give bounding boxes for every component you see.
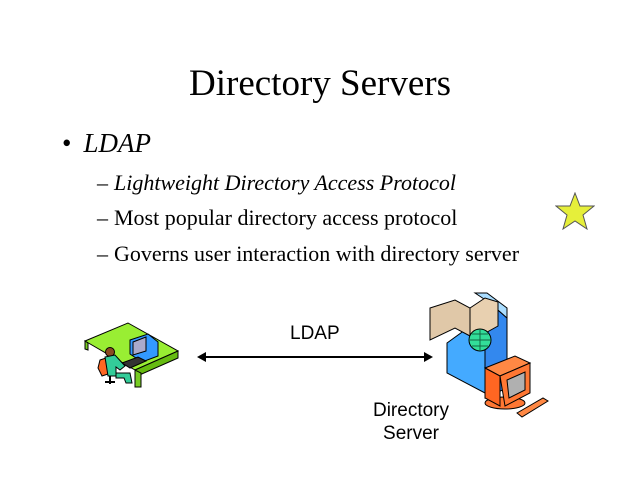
bullet-marker: • [62, 128, 72, 158]
sub-bullet-3: –Governs user interaction with directory… [97, 241, 519, 267]
dash: – [97, 241, 108, 266]
sub-bullet-2: –Most popular directory access protocol [97, 205, 457, 231]
sub-bullet-text: Most popular directory access protocol [114, 205, 458, 230]
sub-bullet-text: Lightweight Directory Access Protocol [114, 170, 456, 195]
dash: – [97, 170, 108, 195]
bidirectional-arrow [197, 352, 433, 362]
bullet-text: LDAP [83, 128, 151, 158]
ldap-arrow-label: LDAP [290, 323, 340, 344]
directory-server-icon [429, 292, 549, 418]
server-label-line2: Server [383, 423, 439, 444]
sub-bullet-text: Governs user interaction with directory … [114, 241, 520, 266]
sub-bullet-1: –Lightweight Directory Access Protocol [97, 170, 456, 196]
slide-title: Directory Servers [189, 63, 451, 104]
directory-server-label: Directory Server [355, 399, 467, 445]
server-label-line1: Directory [372, 400, 449, 421]
bullet-ldap: • LDAP [62, 128, 151, 159]
dash: – [97, 205, 108, 230]
user-workstation-icon [83, 322, 180, 388]
star-icon [555, 192, 595, 230]
